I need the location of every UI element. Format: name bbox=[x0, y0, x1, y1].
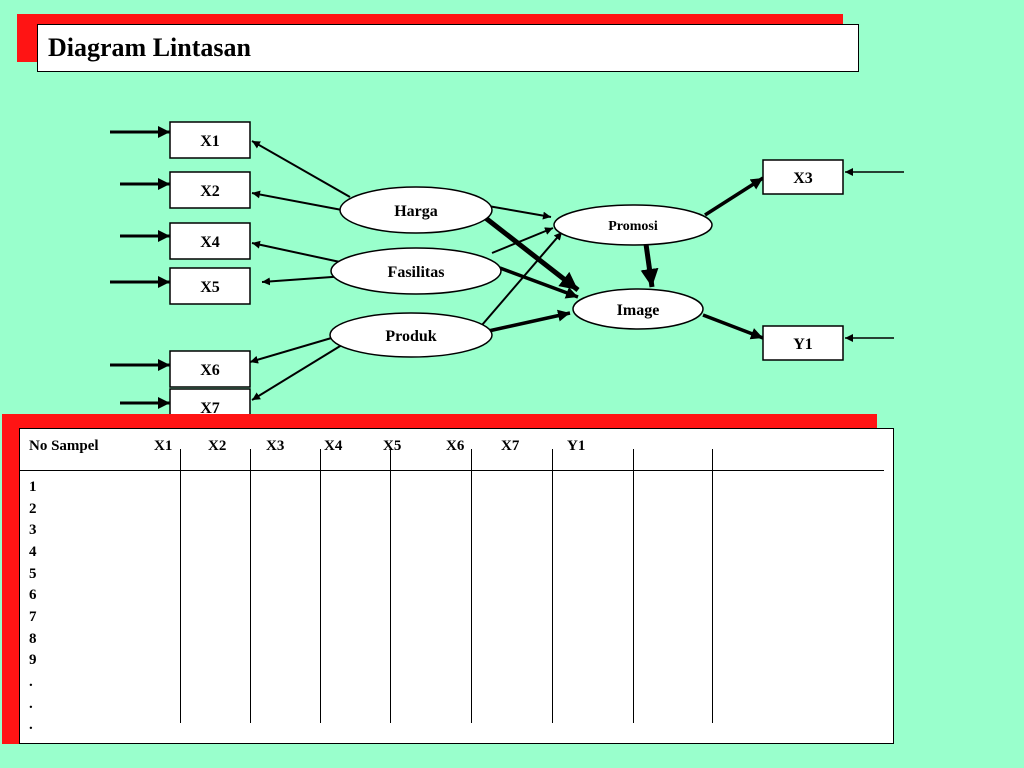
row-number: 8 bbox=[29, 631, 37, 647]
construct-produk-label: Produk bbox=[385, 328, 436, 345]
column-header: X5 bbox=[383, 438, 402, 454]
path-produk-image bbox=[483, 309, 571, 334]
indicator-x7-label: X7 bbox=[200, 400, 220, 417]
indicator-x5-label: X5 bbox=[200, 279, 220, 296]
construct-promosi-label: Promosi bbox=[608, 219, 658, 234]
row-number: 4 bbox=[29, 544, 37, 560]
column-divider bbox=[552, 449, 553, 723]
indicator-y1-label: Y1 bbox=[793, 336, 813, 353]
indicator-x2: X2 bbox=[169, 171, 251, 209]
column-divider bbox=[180, 449, 181, 723]
row-number: 6 bbox=[29, 587, 37, 603]
construct-harga-label: Harga bbox=[394, 203, 438, 220]
row-number: 5 bbox=[29, 566, 37, 582]
sample-table: No Sampel X1 X2 X3 X4 X5 X6 X7 Y1 1 2 3 … bbox=[19, 428, 894, 744]
page-title-text: Diagram Lintasan bbox=[48, 33, 251, 62]
row-number: . bbox=[29, 696, 33, 712]
indicator-x3-label: X3 bbox=[793, 170, 813, 187]
row-number: . bbox=[29, 674, 33, 690]
indicator-y1: Y1 bbox=[762, 325, 844, 361]
column-divider bbox=[712, 449, 713, 723]
row-number: 9 bbox=[29, 652, 37, 668]
indicator-x3: X3 bbox=[762, 159, 844, 195]
construct-fasilitas-label: Fasilitas bbox=[388, 264, 445, 281]
column-header: X1 bbox=[154, 438, 173, 454]
row-number: 3 bbox=[29, 522, 37, 538]
column-divider bbox=[471, 449, 472, 723]
arrow-fasilitas-x4 bbox=[251, 240, 341, 263]
column-divider bbox=[633, 449, 634, 723]
path-harga-image bbox=[481, 214, 580, 292]
column-header: X7 bbox=[501, 438, 520, 454]
construct-harga: Harga bbox=[339, 186, 493, 234]
indicator-x1-label: X1 bbox=[200, 133, 220, 150]
indicator-x5: X5 bbox=[169, 267, 251, 305]
indicator-x1: X1 bbox=[169, 121, 251, 159]
row-number: 7 bbox=[29, 609, 37, 625]
arrow-harga-x1 bbox=[251, 140, 351, 198]
arrow-produk-x6 bbox=[249, 333, 346, 364]
arrow-image-y1 bbox=[702, 313, 764, 340]
construct-fasilitas: Fasilitas bbox=[330, 247, 502, 295]
column-divider bbox=[320, 449, 321, 723]
column-header: X2 bbox=[208, 438, 227, 454]
path-produk-promosi bbox=[481, 231, 563, 326]
column-divider bbox=[250, 449, 251, 723]
header-divider bbox=[20, 470, 884, 471]
column-header: Y1 bbox=[567, 438, 586, 454]
construct-promosi: Promosi bbox=[553, 204, 713, 246]
page-title: Diagram Lintasan bbox=[37, 24, 859, 72]
path-fasilitas-promosi bbox=[491, 227, 554, 254]
column-divider bbox=[390, 449, 391, 723]
indicator-x4-label: X4 bbox=[200, 234, 220, 251]
arrow-produk-x7 bbox=[251, 339, 351, 401]
row-number: . bbox=[29, 717, 33, 733]
indicator-x4: X4 bbox=[169, 222, 251, 260]
path-harga-promosi bbox=[487, 205, 552, 220]
construct-produk: Produk bbox=[329, 312, 493, 358]
row-number: 2 bbox=[29, 501, 37, 517]
column-header: X3 bbox=[266, 438, 285, 454]
arrow-harga-x2 bbox=[251, 190, 343, 211]
path-fasilitas-image bbox=[499, 266, 579, 299]
indicator-x2-label: X2 bbox=[200, 183, 220, 200]
construct-image: Image bbox=[572, 288, 704, 330]
construct-image-label: Image bbox=[617, 302, 660, 319]
column-header: X4 bbox=[324, 438, 343, 454]
indicator-x6-label: X6 bbox=[200, 362, 220, 379]
arrow-promosi-x3 bbox=[704, 176, 764, 217]
row-number: 1 bbox=[29, 479, 37, 495]
indicator-x6: X6 bbox=[169, 350, 251, 388]
path-diagram: X1 X2 X4 X5 X6 X7 X3 Y1 Harga Fasilitas … bbox=[110, 121, 904, 420]
column-header: X6 bbox=[446, 438, 465, 454]
column-header: No Sampel bbox=[29, 438, 99, 454]
